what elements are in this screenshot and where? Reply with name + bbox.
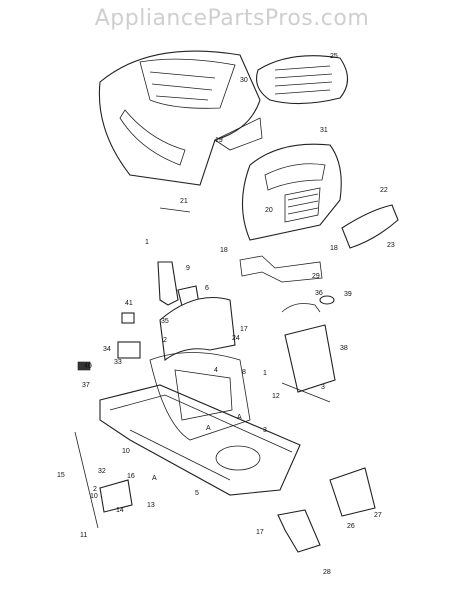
callout-label: 32	[98, 468, 106, 475]
fuel-line-part	[281, 303, 321, 313]
callout-label: 5	[195, 490, 199, 497]
callout-label: 27	[374, 512, 382, 519]
callout-label: 30	[240, 77, 248, 84]
front-nose-part	[242, 143, 342, 241]
callout-label: A	[152, 475, 157, 482]
callout-label: 1	[145, 239, 149, 246]
callout-label: 12	[272, 393, 280, 400]
callout-label: 37	[82, 382, 90, 389]
watermark: AppliancePartsPros.com	[94, 6, 370, 31]
callout-label: 10	[90, 493, 98, 500]
callout-label: 36	[315, 290, 323, 297]
callout-label: 16	[127, 473, 135, 480]
callout-label: 2	[93, 486, 97, 493]
callout-label: 39	[344, 291, 352, 298]
grille-part	[255, 55, 349, 105]
callout-label: 38	[340, 345, 348, 352]
switch-part-41	[121, 312, 135, 324]
callout-label: 41	[125, 300, 133, 307]
callout-label: 11	[80, 532, 87, 539]
callout-label: 14	[116, 507, 124, 514]
callout-label: 9	[186, 265, 190, 272]
fuel-cap-part	[319, 295, 335, 305]
hood-part	[98, 50, 263, 186]
callout-label: 3	[263, 427, 267, 434]
callout-label: 17	[256, 529, 264, 536]
callout-label: 26	[347, 523, 355, 530]
callout-label: 21	[180, 198, 188, 205]
callout-label: 33	[114, 359, 122, 366]
callout-label: 15	[57, 472, 65, 479]
callout-label: 19	[215, 137, 223, 144]
bracket-part-28	[277, 509, 321, 553]
callout-label: 1	[263, 370, 267, 377]
callout-label: 40	[84, 363, 92, 370]
main-frame-part	[99, 352, 301, 496]
callout-label: 29	[312, 273, 320, 280]
solenoid-part-33	[117, 341, 141, 359]
rod-part-37	[281, 382, 331, 403]
callout-label: 23	[387, 242, 395, 249]
callout-label: 18	[220, 247, 228, 254]
rod-part-15	[74, 431, 99, 529]
callout-label: 10	[122, 448, 130, 455]
callout-label: 2	[163, 337, 167, 344]
nose-bracket-part	[239, 255, 323, 283]
bumper-part	[341, 204, 399, 249]
callout-label: 8	[242, 369, 246, 376]
rod-part-21	[159, 207, 191, 213]
callout-label: 24	[232, 335, 240, 342]
dash-panel-part	[159, 296, 236, 362]
callout-label: 17	[240, 326, 248, 333]
bracket-part-27	[329, 467, 376, 517]
callout-label: 31	[320, 127, 328, 134]
fuel-tank-part	[284, 324, 336, 393]
callout-label: 13	[147, 502, 155, 509]
callout-label: 3	[321, 384, 325, 391]
callout-label: A	[206, 425, 211, 432]
callout-label: 20	[265, 207, 273, 214]
callout-label: 4	[214, 367, 218, 374]
bracket-part-14	[99, 479, 133, 513]
callout-label: 6	[205, 285, 209, 292]
callout-label: 18	[330, 245, 338, 252]
callout-label: 35	[161, 318, 169, 325]
callout-label: 22	[380, 187, 388, 194]
callout-label: 28	[323, 569, 331, 576]
callout-label: A	[237, 414, 242, 421]
callout-label: 34	[103, 346, 111, 353]
callout-label: 25	[330, 53, 338, 60]
part-40	[77, 361, 91, 371]
